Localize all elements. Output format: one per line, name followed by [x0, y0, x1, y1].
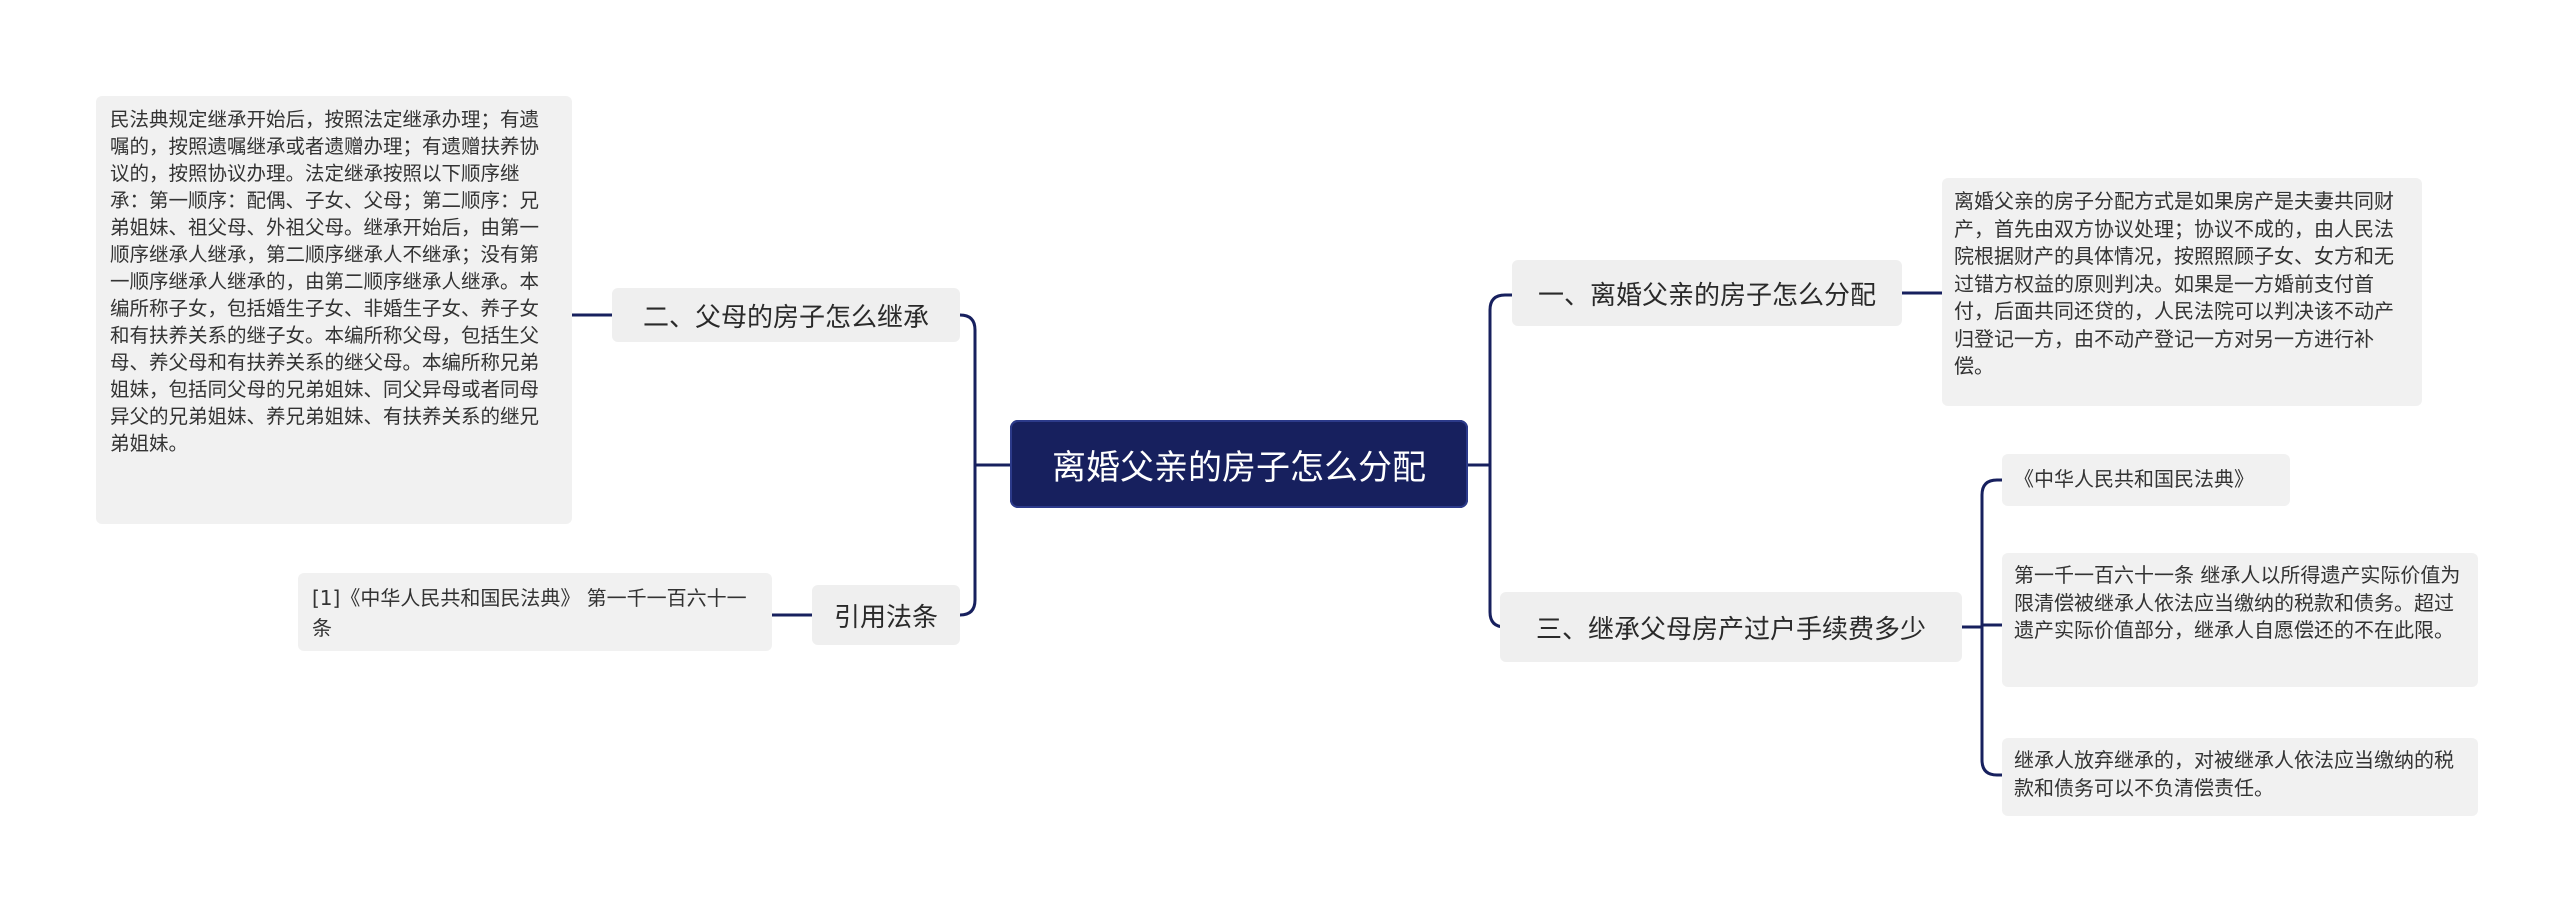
branch-cite[interactable]: 引用法条	[812, 585, 960, 645]
inherit-detail-text: 民法典规定继承开始后，按照法定继承办理；有遗嘱的，按照遗嘱继承或者遗赠办理；有遗…	[110, 108, 540, 455]
fee-item-3-text: 继承人放弃继承的，对被继承人依法应当缴纳的税款和债务可以不负清偿责任。	[2014, 748, 2454, 800]
root-topic-label: 离婚父亲的房子怎么分配	[1052, 447, 1426, 488]
fee-item-1-text: 《中华人民共和国民法典》	[2014, 467, 2254, 491]
connector-root-right	[1466, 293, 1514, 629]
cite-detail-text: [1]《中华人民共和国民法典》 第一千一百六十一条	[312, 586, 747, 640]
root-topic[interactable]: 离婚父亲的房子怎么分配	[1010, 420, 1468, 508]
branch-cite-label: 引用法条	[833, 602, 938, 633]
branch-inherit[interactable]: 二、父母的房子怎么继承	[612, 288, 960, 342]
fee-item-2[interactable]: 第一千一百六十一条 继承人以所得遗产实际价值为限清偿被继承人依法应当缴纳的税款和…	[2002, 553, 2478, 687]
branch-divide-label: 一、离婚父亲的房子怎么分配	[1537, 280, 1876, 311]
branch-fee[interactable]: 三、继承父母房产过户手续费多少	[1500, 592, 1962, 662]
connector-root-left	[958, 313, 1012, 617]
fee-item-3[interactable]: 继承人放弃继承的，对被继承人依法应当缴纳的税款和债务可以不负清偿责任。	[2002, 738, 2478, 816]
branch-inherit-label: 二、父母的房子怎么继承	[642, 302, 929, 333]
branch-fee-label: 三、继承父母房产过户手续费多少	[1535, 614, 1926, 645]
cite-detail-note[interactable]: [1]《中华人民共和国民法典》 第一千一百六十一条	[298, 573, 772, 651]
fee-item-2-text: 第一千一百六十一条 继承人以所得遗产实际价值为限清偿被继承人依法应当缴纳的税款和…	[2014, 563, 2461, 642]
connector-fee-items	[1960, 478, 2004, 777]
divide-detail-note[interactable]: 离婚父亲的房子分配方式是如果房产是夫妻共同财产，首先由双方协议处理；协议不成的，…	[1942, 178, 2422, 406]
fee-item-1[interactable]: 《中华人民共和国民法典》	[2002, 454, 2290, 506]
divide-detail-text: 离婚父亲的房子分配方式是如果房产是夫妻共同财产，首先由双方协议处理；协议不成的，…	[1954, 189, 2394, 378]
branch-divide[interactable]: 一、离婚父亲的房子怎么分配	[1512, 260, 1902, 326]
inherit-detail-note[interactable]: 民法典规定继承开始后，按照法定继承办理；有遗嘱的，按照遗嘱继承或者遗赠办理；有遗…	[96, 96, 572, 524]
